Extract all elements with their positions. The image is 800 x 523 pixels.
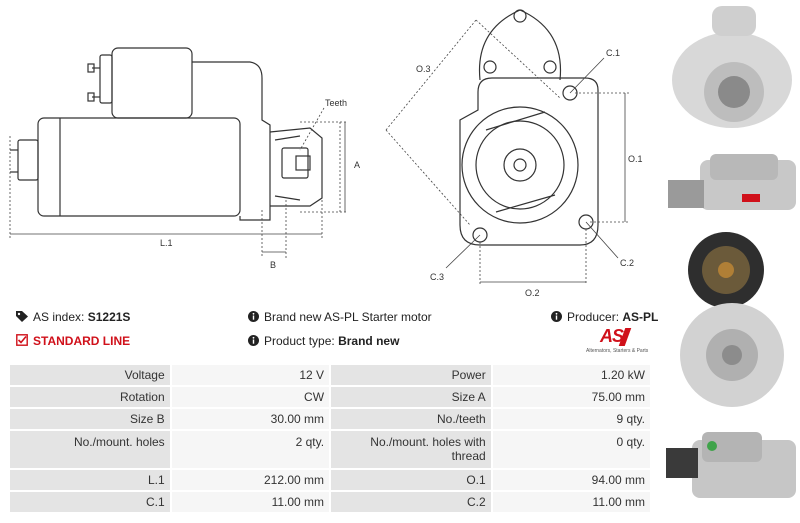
info-icon [551, 311, 562, 325]
description-text: Brand new AS-PL Starter motor [264, 310, 432, 324]
label-c3: C.3 [430, 272, 444, 282]
spec-value: CW [169, 385, 332, 409]
spec-value: 12 V [169, 363, 332, 387]
motor-body-shape [37, 117, 241, 217]
label-b: B [270, 260, 276, 270]
description-row: Brand new AS-PL Starter motor [248, 310, 432, 325]
table-row: C.1 11.00 mm C.2 11.00 mm [8, 490, 653, 514]
technical-drawing: Teeth A L.1 B O.3 C.1 O.1 C.3 C. [9, 9, 643, 298]
label-o2: O.2 [525, 288, 540, 298]
standard-line-row: STANDARD LINE [16, 334, 130, 349]
as-index-row: AS index: S1221S [16, 310, 130, 325]
table-row: L.1 212.00 mm O.1 94.00 mm [8, 468, 653, 492]
mount-ear-shape [478, 9, 562, 81]
table-row: No./mount. holes 2 qty. No./mount. holes… [8, 429, 653, 470]
photo-front-view [672, 6, 792, 128]
table-row: Size B 30.00 mm No./teeth 9 qty. [8, 407, 653, 431]
spec-label: Voltage [8, 363, 172, 387]
table-row: Rotation CW Size A 75.00 mm [8, 385, 653, 409]
tag-icon [16, 311, 28, 325]
product-type-value: Brand new [338, 334, 400, 348]
spec-label: No./mount. holes [8, 429, 172, 470]
spec-label: Size B [8, 407, 172, 431]
producer-value: AS-PL [622, 310, 659, 324]
info-icon [248, 311, 259, 325]
spec-value: 75.00 mm [490, 385, 653, 409]
check-square-icon [16, 334, 28, 349]
solenoid-shape [111, 47, 193, 119]
spec-label: O.1 [329, 468, 493, 492]
as-index-value: S1221S [87, 310, 131, 324]
as-pl-logo: AS Alternators, Starters & Parts [586, 326, 652, 358]
spec-value: 2 qty. [169, 429, 332, 470]
info-icon [248, 335, 259, 349]
spec-value: 30.00 mm [169, 407, 332, 431]
label-c2: C.2 [620, 258, 634, 268]
logo-text: AS [600, 326, 624, 346]
table-row: Voltage 12 V Power 1.20 kW [8, 363, 653, 387]
as-index-label: AS index: [33, 310, 85, 324]
spec-value: 11.00 mm [169, 490, 332, 514]
photo-side-view-1 [668, 154, 796, 210]
spec-value: 11.00 mm [490, 490, 653, 514]
spec-label: Size A [329, 385, 493, 409]
specs-table: Voltage 12 V Power 1.20 kW Rotation CW S… [8, 363, 653, 514]
product-type-label: Product type: [264, 334, 335, 348]
spec-value: 94.00 mm [490, 468, 653, 492]
spec-label: No./mount. holes with thread [329, 429, 493, 470]
label-teeth: Teeth [325, 98, 347, 108]
spec-label: C.2 [329, 490, 493, 514]
spec-value: 212.00 mm [169, 468, 332, 492]
spec-label: Power [329, 363, 493, 387]
label-c1: C.1 [606, 48, 620, 58]
product-type-row: Product type: Brand new [248, 334, 399, 349]
label-o3: O.3 [416, 64, 431, 74]
product-info: AS index: S1221S STANDARD LINE Brand new… [0, 300, 660, 360]
producer-row: Producer: AS-PL [551, 310, 658, 325]
spec-label: No./teeth [329, 407, 493, 431]
spec-label: L.1 [8, 468, 172, 492]
logo-subtitle: Alternators, Starters & Parts [586, 348, 649, 354]
photo-front-view-2 [680, 303, 784, 407]
photo-side-view-2 [666, 432, 796, 498]
spec-value: 9 qty. [490, 407, 653, 431]
spec-label: C.1 [8, 490, 172, 514]
label-a: A [354, 160, 360, 170]
label-l1: L.1 [160, 238, 173, 248]
label-o1: O.1 [628, 154, 643, 164]
photo-rear-view [688, 232, 764, 308]
spec-label: Rotation [8, 385, 172, 409]
product-photos [666, 6, 796, 498]
standard-line-label: STANDARD LINE [33, 334, 131, 348]
producer-label: Producer: [567, 310, 620, 324]
spec-value: 1.20 kW [490, 363, 653, 387]
spec-value: 0 qty. [490, 429, 653, 470]
